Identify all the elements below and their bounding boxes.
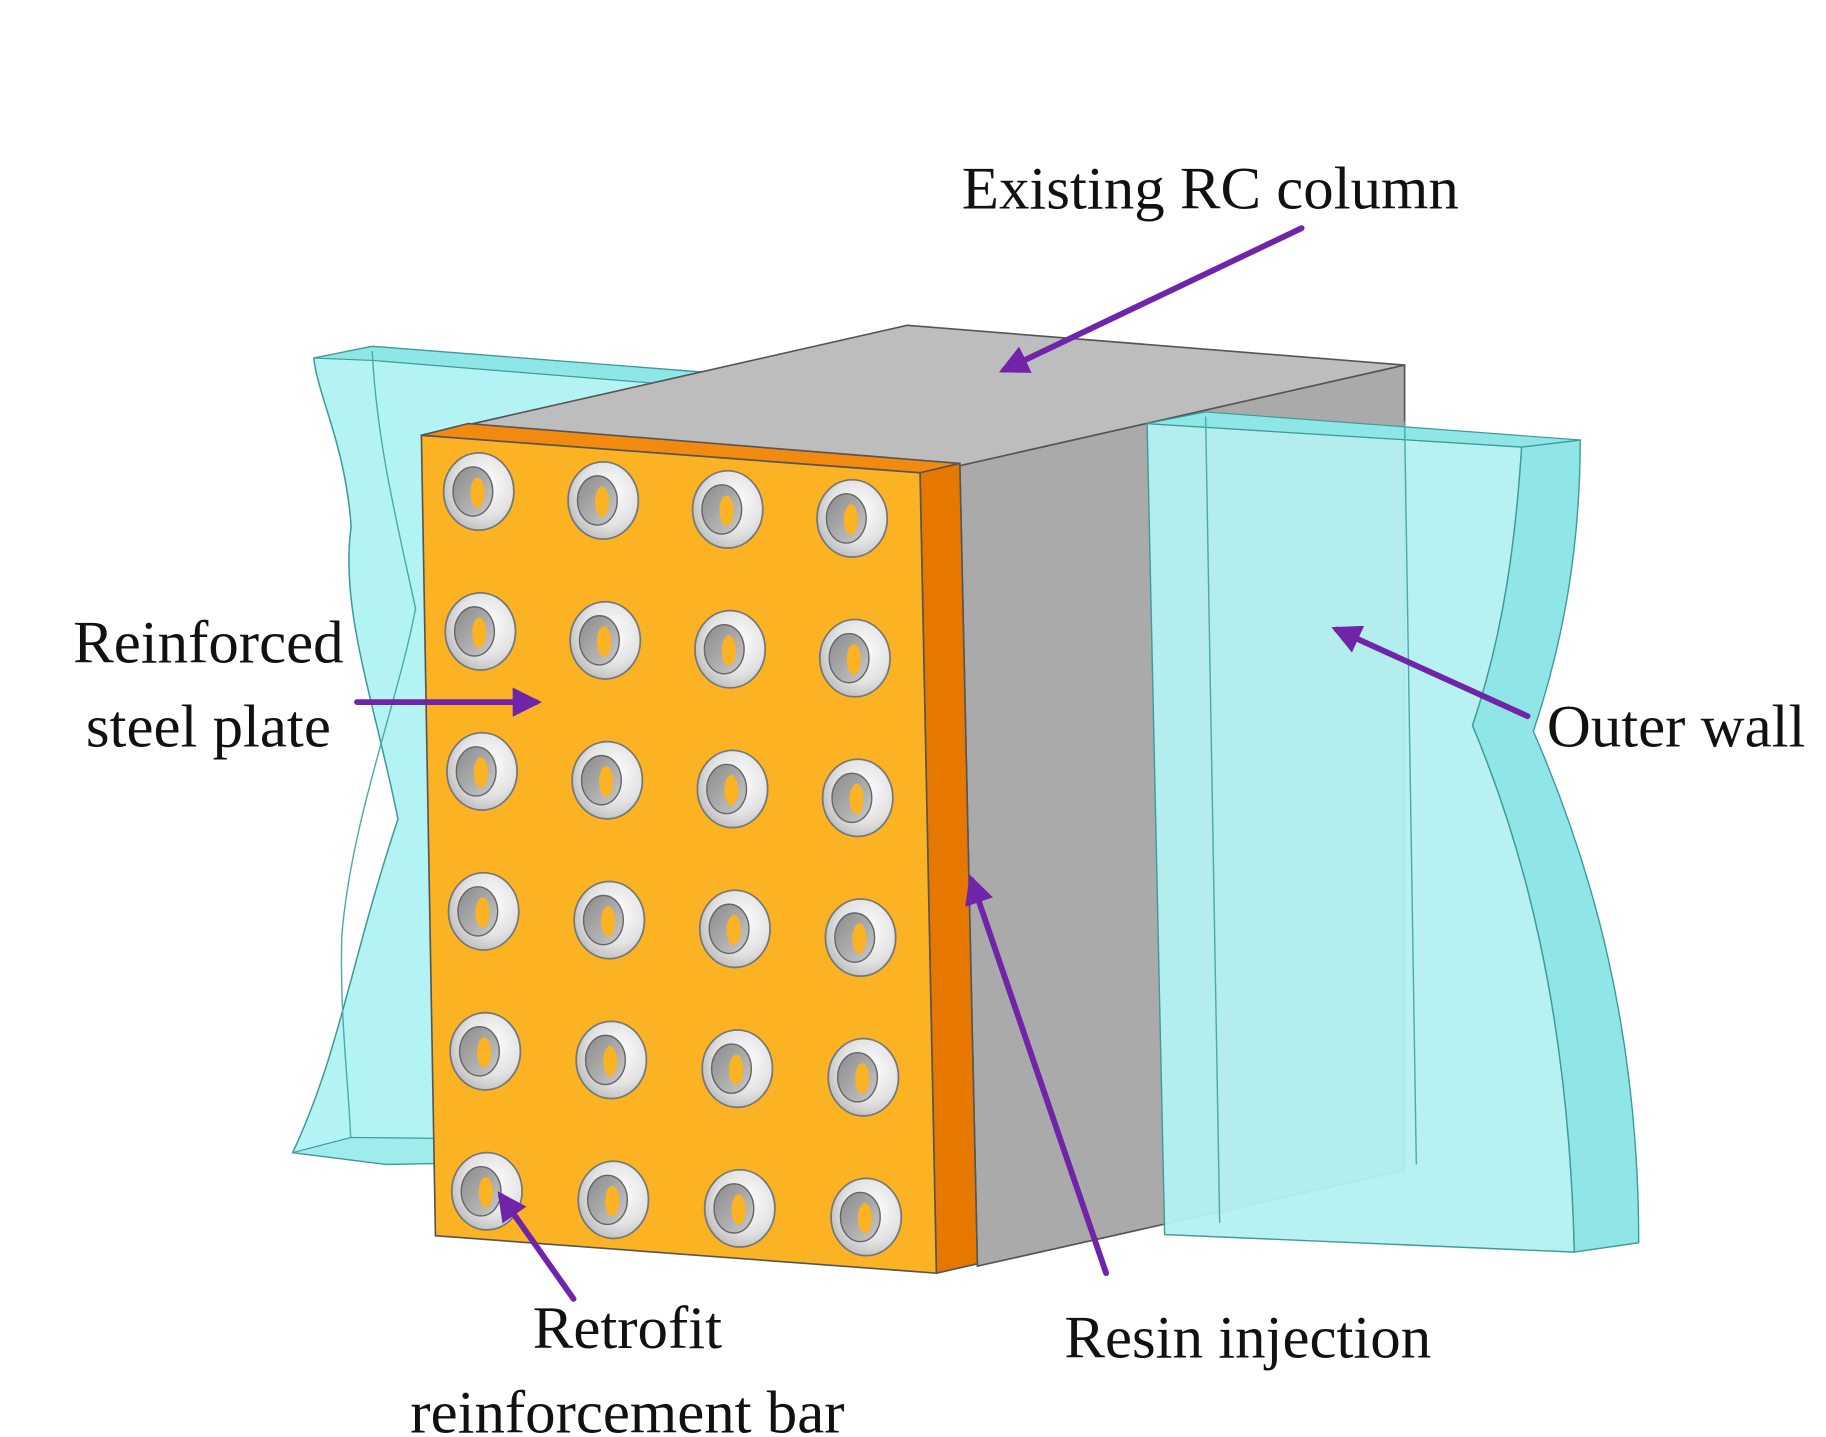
retrofit-bar: [698, 889, 771, 969]
bar-core: [603, 1045, 618, 1077]
bar-core: [729, 1054, 744, 1086]
outer-wall-left-inner-edge: [340, 351, 417, 1159]
bar-core: [478, 1177, 493, 1208]
plate-front-face: [420, 434, 938, 1275]
label-resin-injection: Resin injection: [1064, 1304, 1431, 1371]
retrofit-bar: [830, 1177, 903, 1257]
bar-core: [726, 914, 741, 946]
bar-core: [721, 635, 736, 666]
retrofit-bar: [577, 1160, 650, 1240]
bar-core: [855, 1063, 870, 1094]
retrofit-bar: [691, 469, 764, 549]
bar-core: [595, 486, 610, 517]
retrofit-bar: [821, 758, 894, 838]
retrofit-bar: [567, 460, 640, 540]
label-existing-rc-column: Existing RC column: [962, 155, 1459, 222]
bar-core: [719, 495, 734, 526]
retrofit-bar: [694, 609, 767, 689]
retrofit-bar: [818, 618, 891, 698]
bar-core: [470, 477, 485, 508]
retrofit-bar: [446, 731, 519, 811]
retrofit-bar: [827, 1037, 900, 1117]
retrofit-bar: [444, 591, 517, 671]
outer-wall-right-inner-edge: [1204, 416, 1221, 1223]
bar-core: [605, 1185, 620, 1217]
outer-wall-right-column-line: [1403, 421, 1418, 1165]
bar-core: [852, 923, 867, 954]
bar-core: [599, 766, 614, 797]
bar-core: [731, 1194, 746, 1225]
bar-core: [597, 626, 612, 657]
label-reinforced-steel-plate-line1: Reinforced: [73, 609, 343, 676]
retrofit-bar: [701, 1029, 774, 1109]
retrofit-bar: [575, 1020, 648, 1100]
arrow-outer-wall: [1331, 625, 1531, 720]
retrofit-bar: [569, 600, 642, 680]
retrofit-bar: [449, 1011, 522, 1091]
retrofit-bar: [571, 740, 644, 820]
bar-core: [843, 504, 858, 535]
retrofit-bar: [442, 451, 515, 531]
retrofit-bar: [816, 478, 889, 558]
outer-wall-right-front: [1146, 422, 1576, 1253]
retrofit-bar: [447, 871, 520, 951]
retrofit-bar: [573, 880, 646, 960]
bar-core: [849, 783, 864, 815]
bar-core: [846, 644, 861, 675]
bar-core: [857, 1202, 873, 1234]
bar-core: [473, 757, 488, 788]
bar-core: [601, 906, 616, 937]
outer-wall-right-thickness: [1471, 439, 1640, 1253]
label-retrofit-bar-line2: reinforcement bar: [410, 1379, 844, 1437]
retrofit-bar: [703, 1168, 776, 1248]
leader-arrows: [354, 225, 1531, 1302]
bar-core: [472, 617, 487, 648]
outer-wall-right: [1146, 411, 1640, 1253]
retrofit-bar-grid: [442, 451, 903, 1257]
bar-core: [475, 897, 490, 928]
reinforced-steel-plate: [420, 422, 979, 1275]
retrofit-bar: [696, 749, 769, 829]
retrofit-bar: [450, 1151, 523, 1231]
arrow-resin-injection: [965, 874, 1110, 1277]
retrofit-bar: [824, 898, 897, 978]
bar-core: [477, 1037, 492, 1068]
outer-wall-right-top: [1146, 411, 1581, 448]
labels: Existing RC column Reinforced steel plat…: [73, 155, 1805, 1437]
label-reinforced-steel-plate-line2: steel plate: [86, 694, 331, 761]
arrow-retrofit-bar: [497, 1191, 577, 1302]
label-retrofit-bar-line1: Retrofit: [533, 1295, 722, 1362]
label-outer-wall: Outer wall: [1547, 694, 1806, 761]
arrow-existing-rc-column: [999, 225, 1305, 373]
bar-core: [724, 774, 739, 806]
